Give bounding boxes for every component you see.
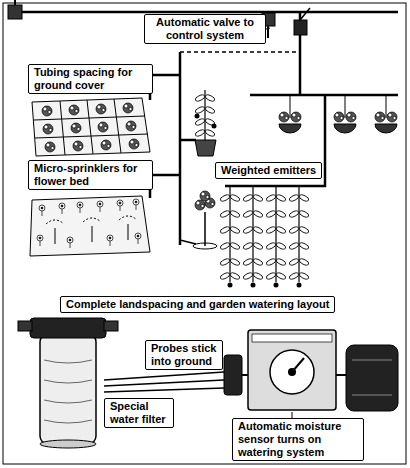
callout-box: Special water filter <box>104 398 174 428</box>
callout-box: Probes stick into ground <box>145 340 223 370</box>
callout-box: Automatic moisture sensor turns on water… <box>232 418 364 461</box>
callout-text: Automatic moisture sensor turns on water… <box>238 420 358 459</box>
callout-box: Automatic valve to control system <box>144 14 266 44</box>
callout-text: Complete landspacing and garden watering… <box>66 298 329 311</box>
callout-box: Weighted emitters <box>215 162 322 179</box>
callout-text: Tubing spacing for ground cover <box>34 66 147 92</box>
callout-box: Complete landspacing and garden watering… <box>60 296 335 313</box>
callout-text: Special water filter <box>110 400 168 426</box>
callout-text: Micro-sprinklers for flower bed <box>34 162 147 188</box>
callout-box: Micro-sprinklers for flower bed <box>28 160 153 190</box>
callout-box: Tubing spacing for ground cover <box>28 64 153 94</box>
callout-text: Automatic valve to control system <box>150 16 260 42</box>
callout-text: Probes stick into ground <box>151 342 217 368</box>
callout-text: Weighted emitters <box>221 164 316 177</box>
